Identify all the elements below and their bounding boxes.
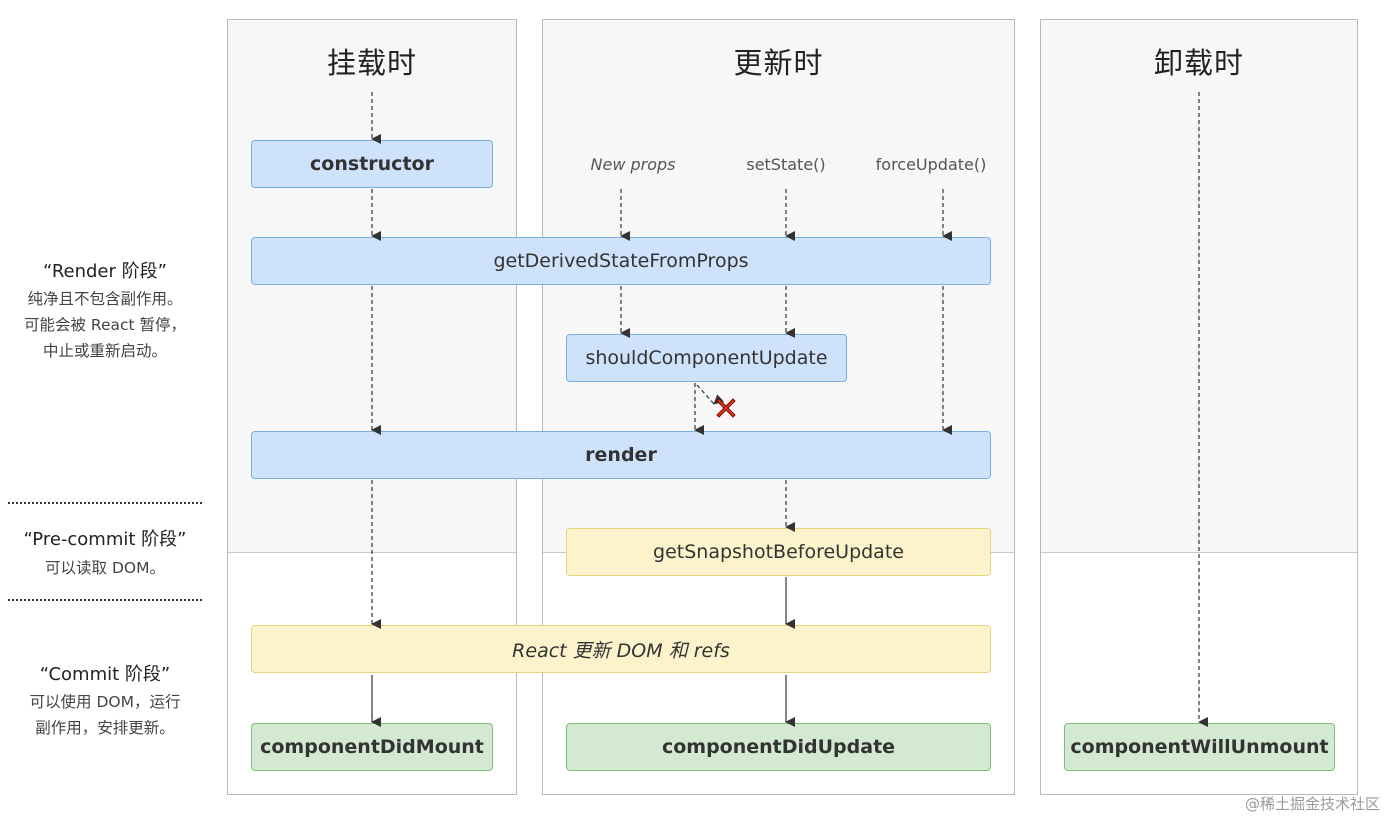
commit-stage-description: 可以使用 DOM，运行 副作用，安排更新。 xyxy=(8,689,202,741)
get-derived-state-from-props-box: getDerivedStateFromProps xyxy=(251,237,991,285)
precommit-stage-heading: “Pre-commit 阶段” xyxy=(23,529,187,550)
mount-column-title: 挂载时 xyxy=(326,46,417,80)
cross-mark-icon xyxy=(716,398,736,418)
render-stage-heading: “Render 阶段” xyxy=(43,261,167,282)
trigger-force-update: forceUpdate() xyxy=(875,155,987,174)
precommit-stage-description: 可以读取 DOM。 xyxy=(8,555,202,581)
render-box: render xyxy=(251,431,991,479)
should-component-update-box: shouldComponentUpdate xyxy=(566,334,847,382)
trigger-new-props: New props xyxy=(590,155,676,174)
component-did-update-box: componentDidUpdate xyxy=(566,723,991,771)
stage-separator-top xyxy=(8,502,202,504)
render-stage-line: 可能会被 React 暂停， xyxy=(23,316,187,334)
render-stage-line: 中止或重新启动。 xyxy=(42,342,167,360)
get-snapshot-before-update-box: getSnapshotBeforeUpdate xyxy=(566,528,991,576)
render-stage-line: 纯净且不包含副作用。 xyxy=(27,290,183,308)
render-stage-description: 纯净且不包含副作用。 可能会被 React 暂停， 中止或重新启动。 xyxy=(8,286,202,364)
precommit-stage-line: 可以读取 DOM。 xyxy=(45,559,165,577)
trigger-set-state: setState() xyxy=(746,155,826,174)
unmount-column-title: 卸载时 xyxy=(1153,46,1244,80)
phase-divider xyxy=(1041,552,1357,553)
watermark: @稀土掘金技术社区 xyxy=(1244,795,1380,813)
arrow-scu-cancel xyxy=(696,384,725,405)
component-did-mount-box: componentDidMount xyxy=(251,723,493,771)
stage-separator-bottom xyxy=(8,599,202,601)
commit-stage-line: 可以使用 DOM，运行 xyxy=(29,693,181,711)
commit-stage-heading: “Commit 阶段” xyxy=(39,664,171,685)
update-column-title: 更新时 xyxy=(733,46,824,80)
react-updates-dom-box: React 更新 DOM 和 refs xyxy=(251,625,991,673)
commit-stage-line: 副作用，安排更新。 xyxy=(35,719,175,737)
